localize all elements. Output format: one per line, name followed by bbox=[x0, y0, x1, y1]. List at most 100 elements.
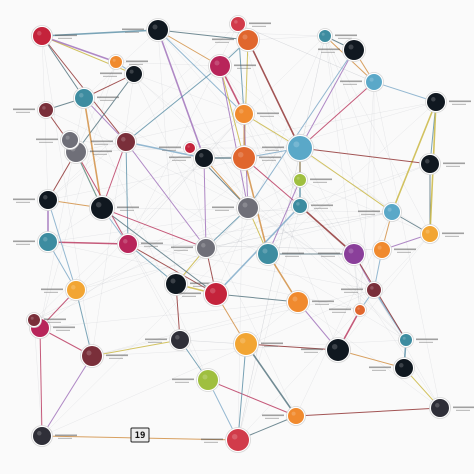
node-highlight bbox=[112, 58, 116, 62]
caption-bar bbox=[16, 111, 30, 113]
node bbox=[164, 272, 212, 296]
node bbox=[340, 72, 384, 92]
edge bbox=[299, 147, 393, 213]
node-highlight bbox=[199, 153, 204, 158]
caption-bar bbox=[361, 213, 375, 215]
node bbox=[372, 240, 416, 260]
node-circle bbox=[197, 239, 215, 257]
node-circle bbox=[210, 56, 230, 76]
haze-edge bbox=[189, 147, 207, 249]
node-highlight bbox=[293, 141, 300, 148]
haze-edge bbox=[127, 157, 205, 245]
caption-bar bbox=[41, 288, 63, 291]
haze-edge bbox=[83, 97, 375, 291]
edge bbox=[299, 81, 375, 149]
caption-bar bbox=[341, 288, 363, 291]
node-highlight bbox=[348, 44, 354, 50]
node-highlight bbox=[42, 106, 46, 110]
node-highlight bbox=[71, 285, 76, 290]
caption-bar bbox=[193, 285, 207, 287]
haze-edge bbox=[33, 163, 431, 321]
caption-bar bbox=[109, 357, 123, 359]
edge bbox=[127, 243, 217, 295]
node-highlight bbox=[209, 287, 216, 294]
caption-bar bbox=[53, 326, 75, 329]
haze-edge bbox=[299, 163, 431, 207]
edge bbox=[207, 379, 297, 417]
caption-bar bbox=[259, 156, 281, 159]
haze-edge bbox=[115, 61, 221, 67]
node-circle bbox=[185, 143, 195, 153]
node-circle bbox=[33, 427, 51, 445]
node-highlight bbox=[435, 403, 440, 408]
haze-edge bbox=[299, 179, 355, 255]
caption-bar bbox=[120, 209, 134, 211]
haze-edge bbox=[203, 157, 407, 341]
node-circle bbox=[288, 408, 304, 424]
haze-edge bbox=[75, 61, 117, 153]
haze-edge bbox=[237, 23, 301, 207]
haze-edge bbox=[127, 211, 393, 245]
node bbox=[201, 427, 251, 453]
node bbox=[262, 406, 306, 426]
haze-edge bbox=[237, 23, 375, 83]
node bbox=[13, 101, 55, 119]
caption-bar bbox=[174, 249, 188, 251]
node-circle bbox=[171, 331, 189, 349]
node-circle bbox=[235, 333, 257, 355]
caption-bar bbox=[445, 235, 459, 237]
caption-bar bbox=[344, 291, 358, 293]
caption-bar bbox=[47, 321, 61, 323]
caption-bar bbox=[36, 138, 58, 141]
caption-bar bbox=[369, 366, 391, 369]
haze-edge bbox=[247, 35, 326, 41]
node-highlight bbox=[291, 411, 296, 416]
haze-edge bbox=[324, 35, 375, 291]
badge-text: 19 bbox=[135, 431, 146, 441]
node-circle bbox=[288, 292, 308, 312]
node bbox=[369, 357, 415, 379]
node-circle bbox=[355, 305, 365, 315]
node-highlight bbox=[95, 201, 102, 208]
node-highlight bbox=[65, 135, 70, 140]
node-highlight bbox=[175, 335, 180, 340]
haze-edge bbox=[157, 29, 177, 285]
edge bbox=[237, 343, 247, 441]
caption-bar bbox=[262, 146, 284, 149]
node-circle bbox=[39, 191, 57, 209]
caption-bar bbox=[212, 38, 234, 41]
node bbox=[31, 425, 77, 447]
node-circle bbox=[422, 226, 438, 242]
edge bbox=[243, 39, 249, 159]
caption-bar bbox=[215, 209, 229, 211]
haze-edge bbox=[41, 179, 301, 437]
haze-edge bbox=[237, 205, 301, 441]
caption-bar bbox=[315, 303, 329, 305]
caption-bar bbox=[452, 103, 466, 105]
node-circle bbox=[198, 370, 218, 390]
node bbox=[329, 303, 367, 317]
caption-bar bbox=[261, 342, 283, 345]
edge bbox=[101, 207, 217, 295]
haze-edge bbox=[69, 139, 407, 341]
node bbox=[145, 329, 191, 351]
haze-edge bbox=[337, 233, 431, 351]
node-circle bbox=[367, 283, 381, 297]
node-highlight bbox=[296, 202, 300, 206]
node-circle bbox=[39, 233, 57, 251]
caption-bar bbox=[416, 338, 438, 341]
edge bbox=[41, 35, 117, 63]
edge bbox=[83, 97, 103, 209]
node-highlight bbox=[239, 109, 244, 114]
caption-bar bbox=[169, 156, 191, 159]
caption-bar bbox=[91, 140, 113, 143]
node-circle bbox=[319, 30, 331, 42]
node-highlight bbox=[239, 337, 246, 344]
caption-bar bbox=[260, 115, 274, 117]
node-highlight bbox=[187, 145, 190, 148]
node-circle bbox=[431, 399, 449, 417]
node bbox=[425, 91, 471, 113]
node bbox=[172, 368, 220, 392]
edge bbox=[157, 29, 205, 159]
caption-bar bbox=[55, 34, 77, 37]
